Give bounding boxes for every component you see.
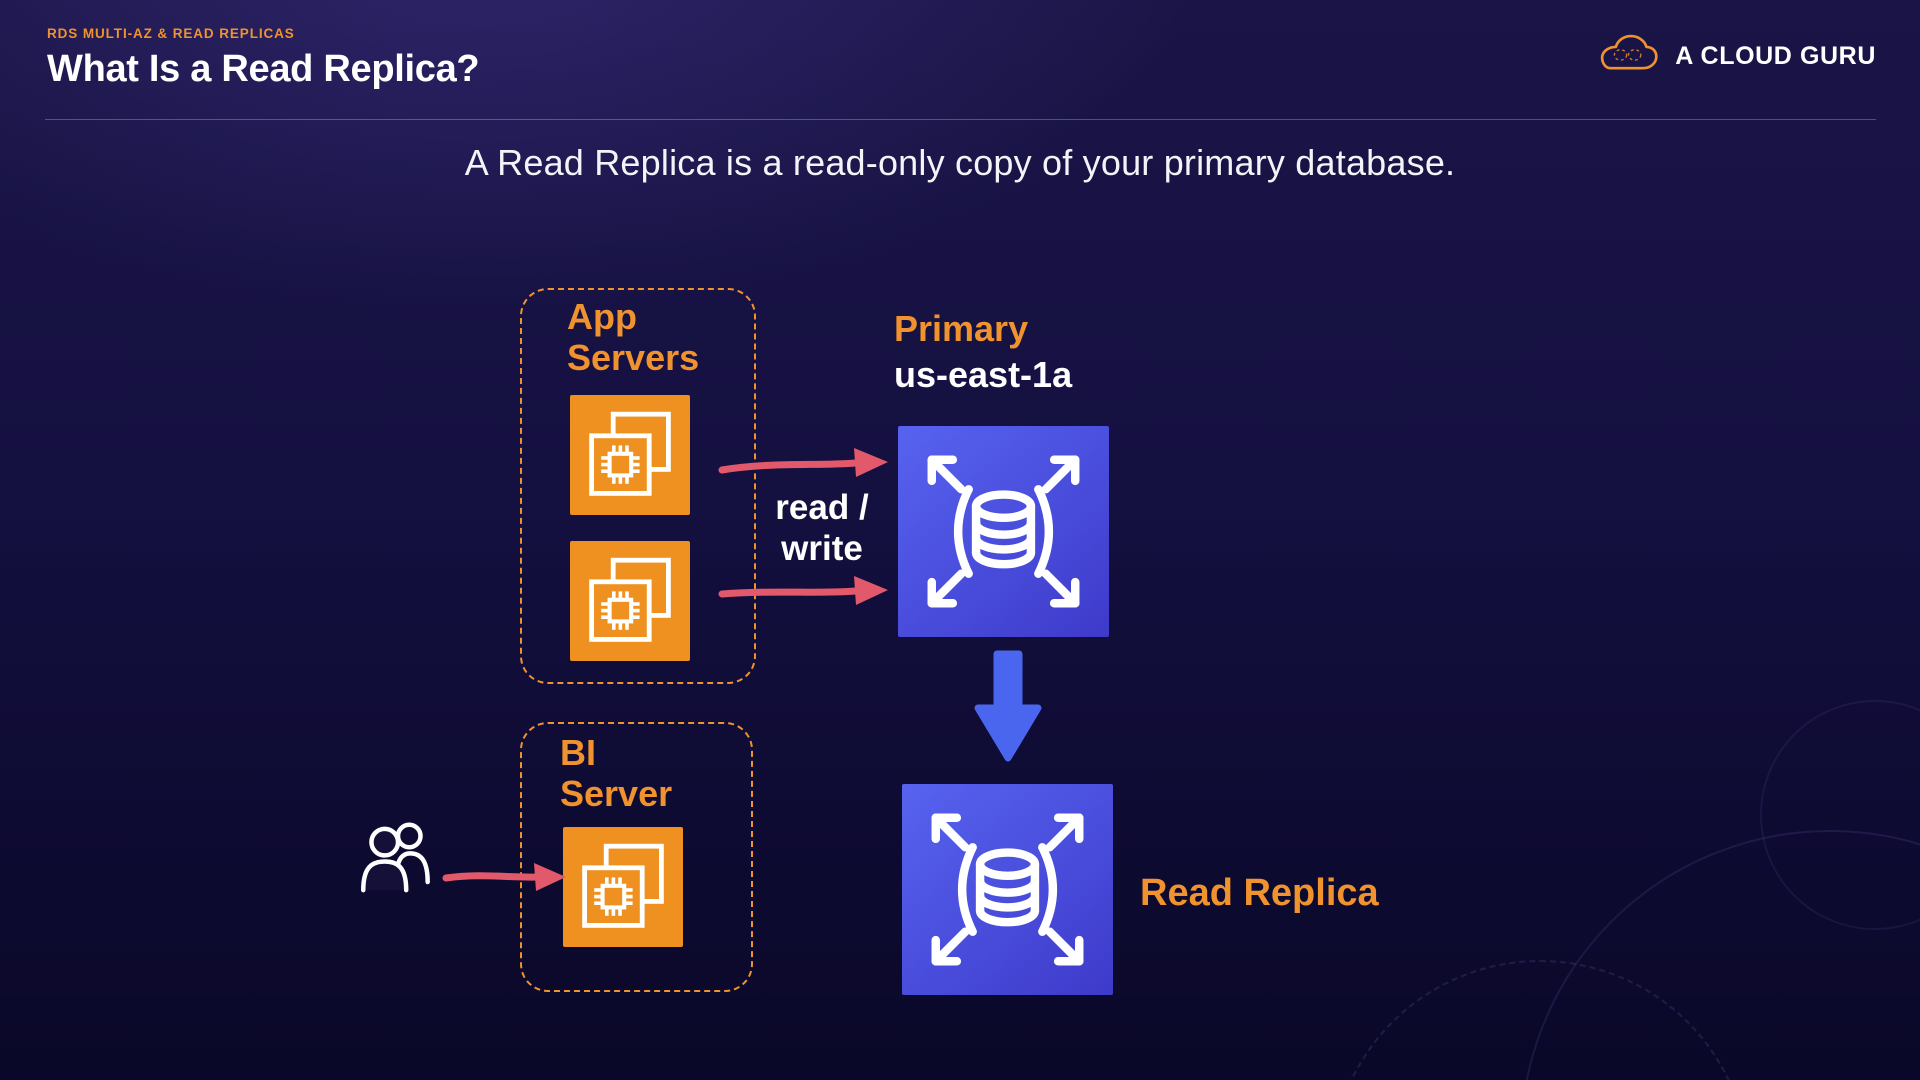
page-title: What Is a Read Replica? xyxy=(47,48,480,90)
app-servers-group: App Servers xyxy=(520,288,756,684)
read-write-label: read / write xyxy=(775,488,869,569)
users-icon xyxy=(351,810,443,908)
bi-server-group: BI Server xyxy=(520,722,753,992)
header-divider xyxy=(45,119,1876,120)
primary-db-tile xyxy=(898,426,1109,637)
app-server-tile xyxy=(570,395,690,515)
decor-circle xyxy=(1330,960,1750,1080)
ec2-instances-icon xyxy=(589,411,671,496)
users-to-bi-arrow xyxy=(436,850,571,905)
replication-arrow xyxy=(968,648,1048,771)
primary-label: Primary xyxy=(894,308,1029,349)
rds-database-icon xyxy=(927,455,1080,608)
app-servers-label: App Servers xyxy=(567,296,700,379)
read-write-arrow xyxy=(700,566,890,621)
app-server-tile xyxy=(570,541,690,661)
primary-caption: Primary us-east-1a xyxy=(894,306,1072,398)
bi-server-label: BI Server xyxy=(560,732,673,815)
primary-az-label: us-east-1a xyxy=(894,354,1073,396)
read-replica-db-tile xyxy=(902,784,1113,995)
decor-circle xyxy=(1760,700,1920,930)
bi-server-tile xyxy=(563,827,683,947)
cloud-icon xyxy=(1596,32,1662,81)
read-write-arrow xyxy=(700,440,890,495)
ec2-instances-icon xyxy=(582,843,664,928)
ec2-instances-icon xyxy=(589,557,671,642)
brand-name: A CLOUD GURU xyxy=(1675,42,1876,70)
brand-logo: A CLOUD GURU xyxy=(1596,32,1876,81)
eyebrow-label: RDS MULTI-AZ & READ REPLICAS xyxy=(47,26,295,41)
rds-database-icon xyxy=(931,813,1084,966)
decor-circle xyxy=(1520,830,1920,1080)
read-replica-label: Read Replica xyxy=(1140,872,1379,914)
subtitle: A Read Replica is a read-only copy of yo… xyxy=(464,142,1456,183)
